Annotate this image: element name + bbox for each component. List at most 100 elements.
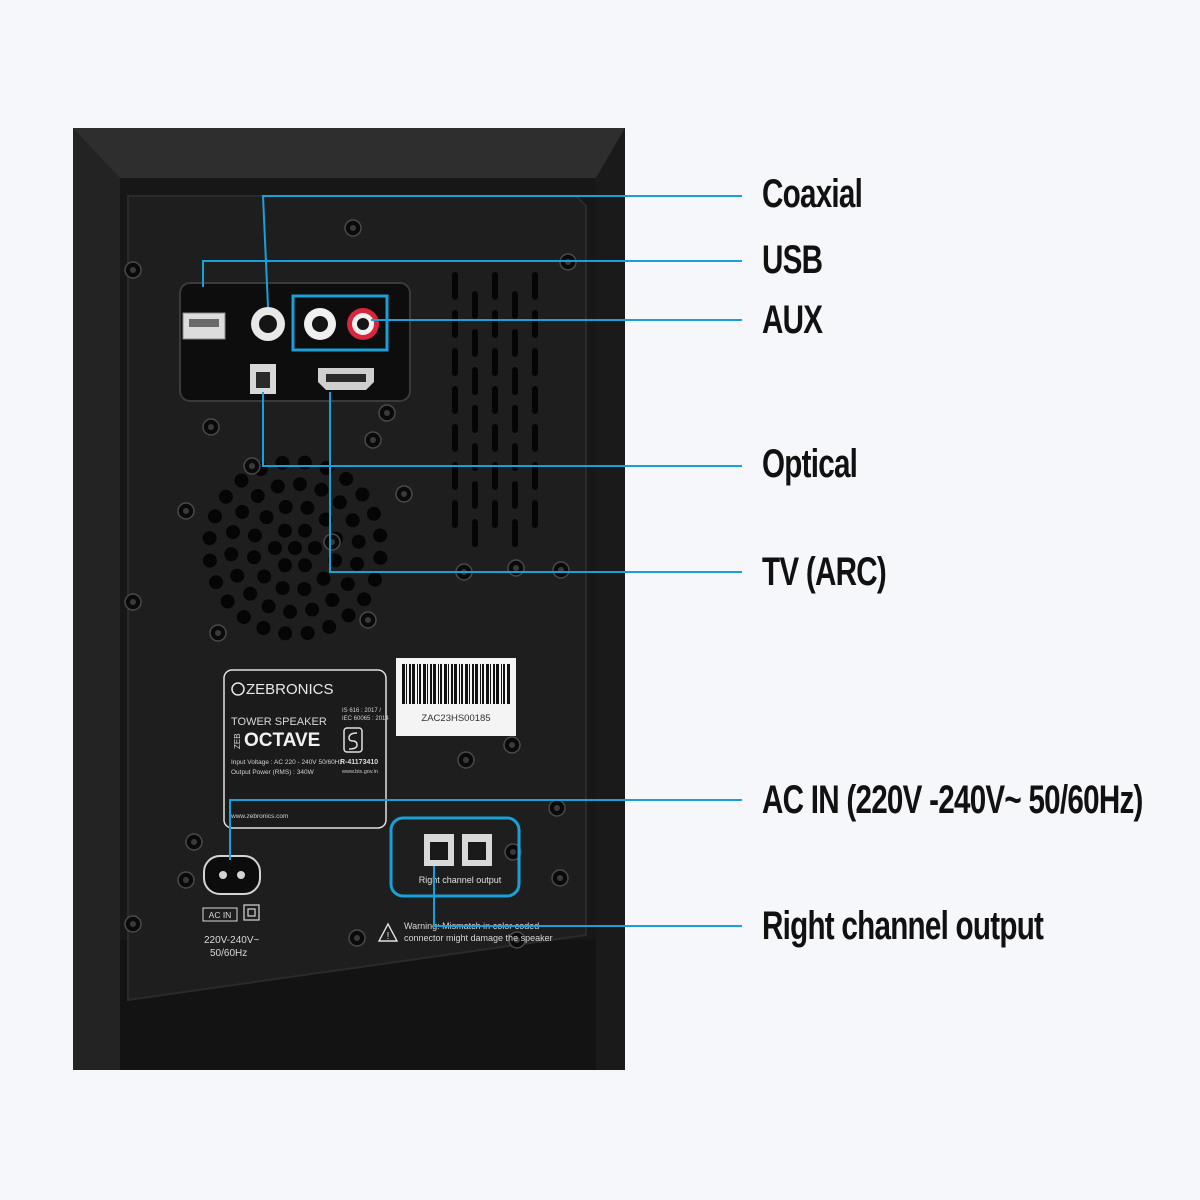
vent-slot — [512, 443, 518, 471]
optical-port-opening — [256, 372, 270, 388]
label-series: ZEB — [233, 733, 242, 749]
barcode-bar — [417, 664, 418, 704]
vent-slot — [472, 291, 478, 319]
grille-hole — [278, 523, 292, 538]
grille-hole — [224, 547, 239, 562]
barcode-bar — [459, 664, 460, 704]
vent-slot — [512, 367, 518, 395]
grille-hole — [316, 571, 331, 586]
vent-slot — [512, 519, 518, 547]
grille-hole — [357, 592, 372, 607]
grille-hole — [325, 593, 340, 607]
vent-slot — [472, 329, 478, 357]
screw-head — [554, 805, 560, 811]
vent-slot — [512, 329, 518, 357]
vent-slot — [532, 386, 538, 414]
label-product-type: TOWER SPEAKER — [231, 716, 327, 728]
grille-hole — [218, 489, 233, 504]
vent-slot — [532, 272, 538, 300]
optical-leader-line — [262, 392, 742, 467]
grille-hole — [257, 569, 272, 584]
product-label — [223, 669, 387, 829]
grille-hole — [340, 577, 355, 592]
ac-in-pin-left — [219, 871, 227, 879]
grille-hole — [234, 473, 249, 488]
vent-slot — [532, 500, 538, 528]
warning-icon-mark: ! — [387, 931, 390, 942]
aux-jack-right-core — [357, 318, 369, 330]
aux-jack-group — [291, 294, 389, 352]
vent-slot — [532, 348, 538, 376]
vent-slot — [492, 500, 498, 528]
usb-port-tongue — [189, 319, 219, 327]
screw-head — [370, 437, 376, 443]
grille-hole — [373, 550, 388, 565]
screw-head — [463, 757, 469, 763]
callout-ac-in: AC IN (220V -240V~ 50/60Hz) — [762, 778, 1143, 822]
grille-hole — [235, 504, 250, 519]
grille-hole — [230, 568, 245, 583]
screw-head — [384, 410, 390, 416]
grille-hole — [319, 461, 334, 475]
screw-head — [191, 839, 197, 845]
grille-hole — [322, 619, 337, 634]
vent-slot — [512, 405, 518, 433]
ac-in-spec-2: 50/60Hz — [210, 948, 247, 959]
vent-slot — [472, 519, 478, 547]
connector-box — [179, 282, 411, 402]
grille-hole — [298, 523, 312, 538]
grille-hole — [202, 553, 217, 568]
grille-hole — [366, 506, 381, 521]
bis-mark-icon — [343, 727, 363, 753]
grille-hole — [300, 500, 315, 515]
vent-slot — [512, 291, 518, 319]
grille-hole — [220, 594, 235, 609]
grille-hole — [288, 541, 302, 555]
barcode-bar — [472, 664, 474, 704]
callout-right-channel: Right channel output — [762, 904, 1044, 948]
screw-head — [183, 508, 189, 514]
coaxial-leader-line — [261, 195, 742, 308]
right-channel-leader-line — [433, 866, 742, 927]
grille-hole — [314, 482, 329, 497]
usb-leader-line — [202, 260, 742, 287]
grille-hole — [373, 528, 388, 543]
label-standard-1: IS 616 : 2017 / — [342, 708, 381, 714]
grille-hole — [256, 621, 271, 635]
screw-head — [208, 424, 214, 430]
grille-hole — [275, 455, 290, 470]
label-standard-2: IEC 60065 : 2014 — [342, 716, 389, 722]
tv-arc-leader-line — [329, 392, 742, 573]
barcode-bar — [402, 664, 405, 704]
grille-hole — [368, 572, 382, 587]
warning-icon — [377, 922, 399, 942]
barcode-bar — [412, 664, 415, 704]
barcode-bar — [440, 664, 442, 704]
barcode-bar — [501, 664, 502, 704]
barcode-bar — [507, 664, 510, 704]
grille-hole — [208, 509, 222, 524]
barcode-bar — [433, 664, 436, 704]
panel-screws — [124, 219, 577, 949]
grille-hole — [243, 586, 258, 601]
vent-slot — [452, 500, 458, 528]
screw-head — [130, 921, 136, 927]
grille-hole — [355, 487, 370, 502]
grille-hole — [278, 558, 292, 573]
barcode-bar — [430, 664, 432, 704]
screw-head — [350, 225, 356, 231]
grille-hole — [278, 626, 293, 641]
aux-jack-left-core — [312, 316, 328, 332]
grille-hole — [209, 575, 224, 590]
vent-slot — [472, 443, 478, 471]
ac-in-spec-1: 220V-240V~ — [204, 935, 259, 946]
barcode-bar — [461, 664, 463, 704]
label-model: OCTAVE — [244, 730, 320, 751]
barcode-bar — [469, 664, 470, 704]
screw-head — [183, 877, 189, 883]
vent-slot — [452, 386, 458, 414]
screw-head — [215, 630, 221, 636]
grille-hole — [259, 510, 274, 525]
